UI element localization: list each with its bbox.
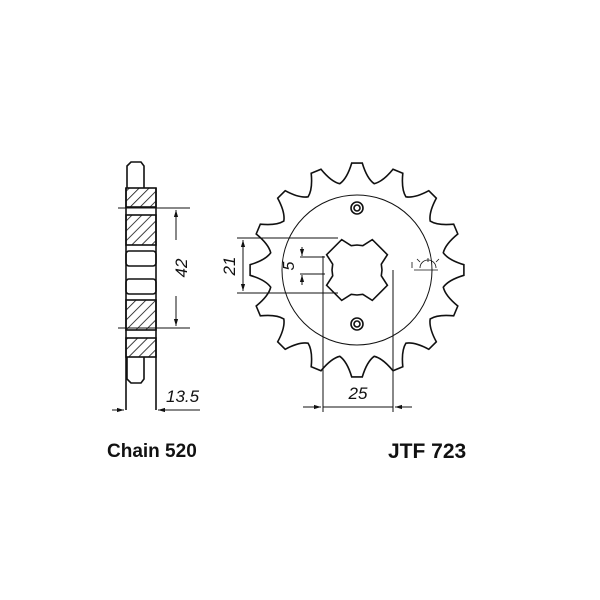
sprocket-teeth-outline [249, 162, 465, 378]
dim-21-label: 21 [220, 257, 239, 277]
dim-13-5-label: 13.5 [166, 387, 200, 406]
part-number: JTF 723 [388, 440, 467, 463]
side-view [112, 161, 200, 413]
manufacturer-symbol-icon [411, 258, 440, 271]
spline-bore [325, 238, 389, 302]
chain-label: Chain 520 [107, 441, 197, 462]
dim-25-label: 25 [348, 384, 368, 403]
front-view [237, 162, 465, 412]
dim-5-label: 5 [281, 261, 298, 270]
dim-42-label: 42 [172, 258, 191, 277]
bolt-hole-bottom [350, 317, 364, 331]
bolt-hole-top [350, 201, 364, 215]
